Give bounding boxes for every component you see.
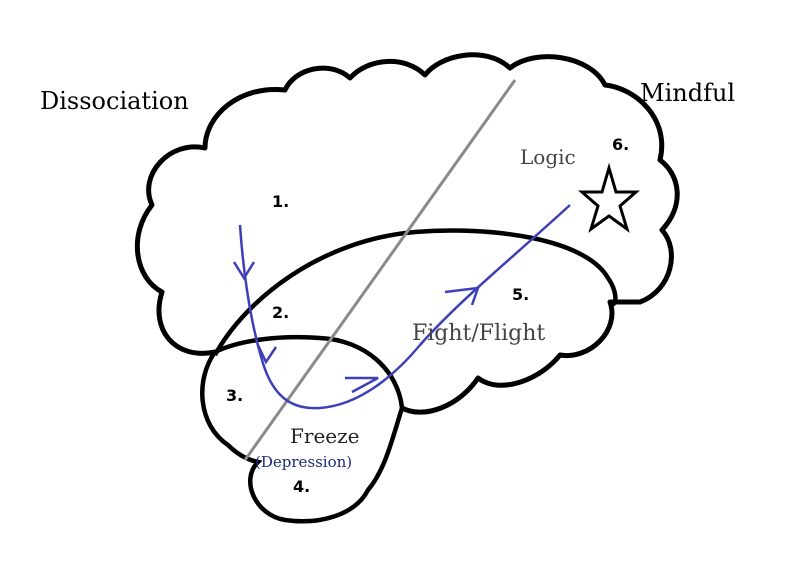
inner-lobe-outline [213,228,618,357]
step-number-3: 3. [226,386,243,405]
freeze-lobe-outline [200,334,405,524]
fight-flight-label: Fight/Flight [412,321,545,346]
star-icon [578,162,640,233]
mindful-label: Mindful [640,79,735,107]
dissociation-label: Dissociation [40,87,189,115]
step-number-4: 4. [293,477,310,496]
path-arrow-2-icon [256,344,278,365]
step-number-2: 2. [272,303,289,322]
freeze-label: Freeze [290,424,359,448]
dissociation-mindful-divider [243,79,517,461]
step-number-1: 1. [272,192,289,211]
path-arrow-3-icon [345,376,379,394]
depression-label: (Depression) [255,453,352,471]
path-arrow-4-icon [444,286,480,306]
logic-label: Logic [520,145,576,169]
step-number-5: 5. [512,285,529,304]
step-number-6: 6. [612,135,629,154]
path-arrow-1-icon [232,261,256,281]
outer-cloud-outline [134,52,680,415]
